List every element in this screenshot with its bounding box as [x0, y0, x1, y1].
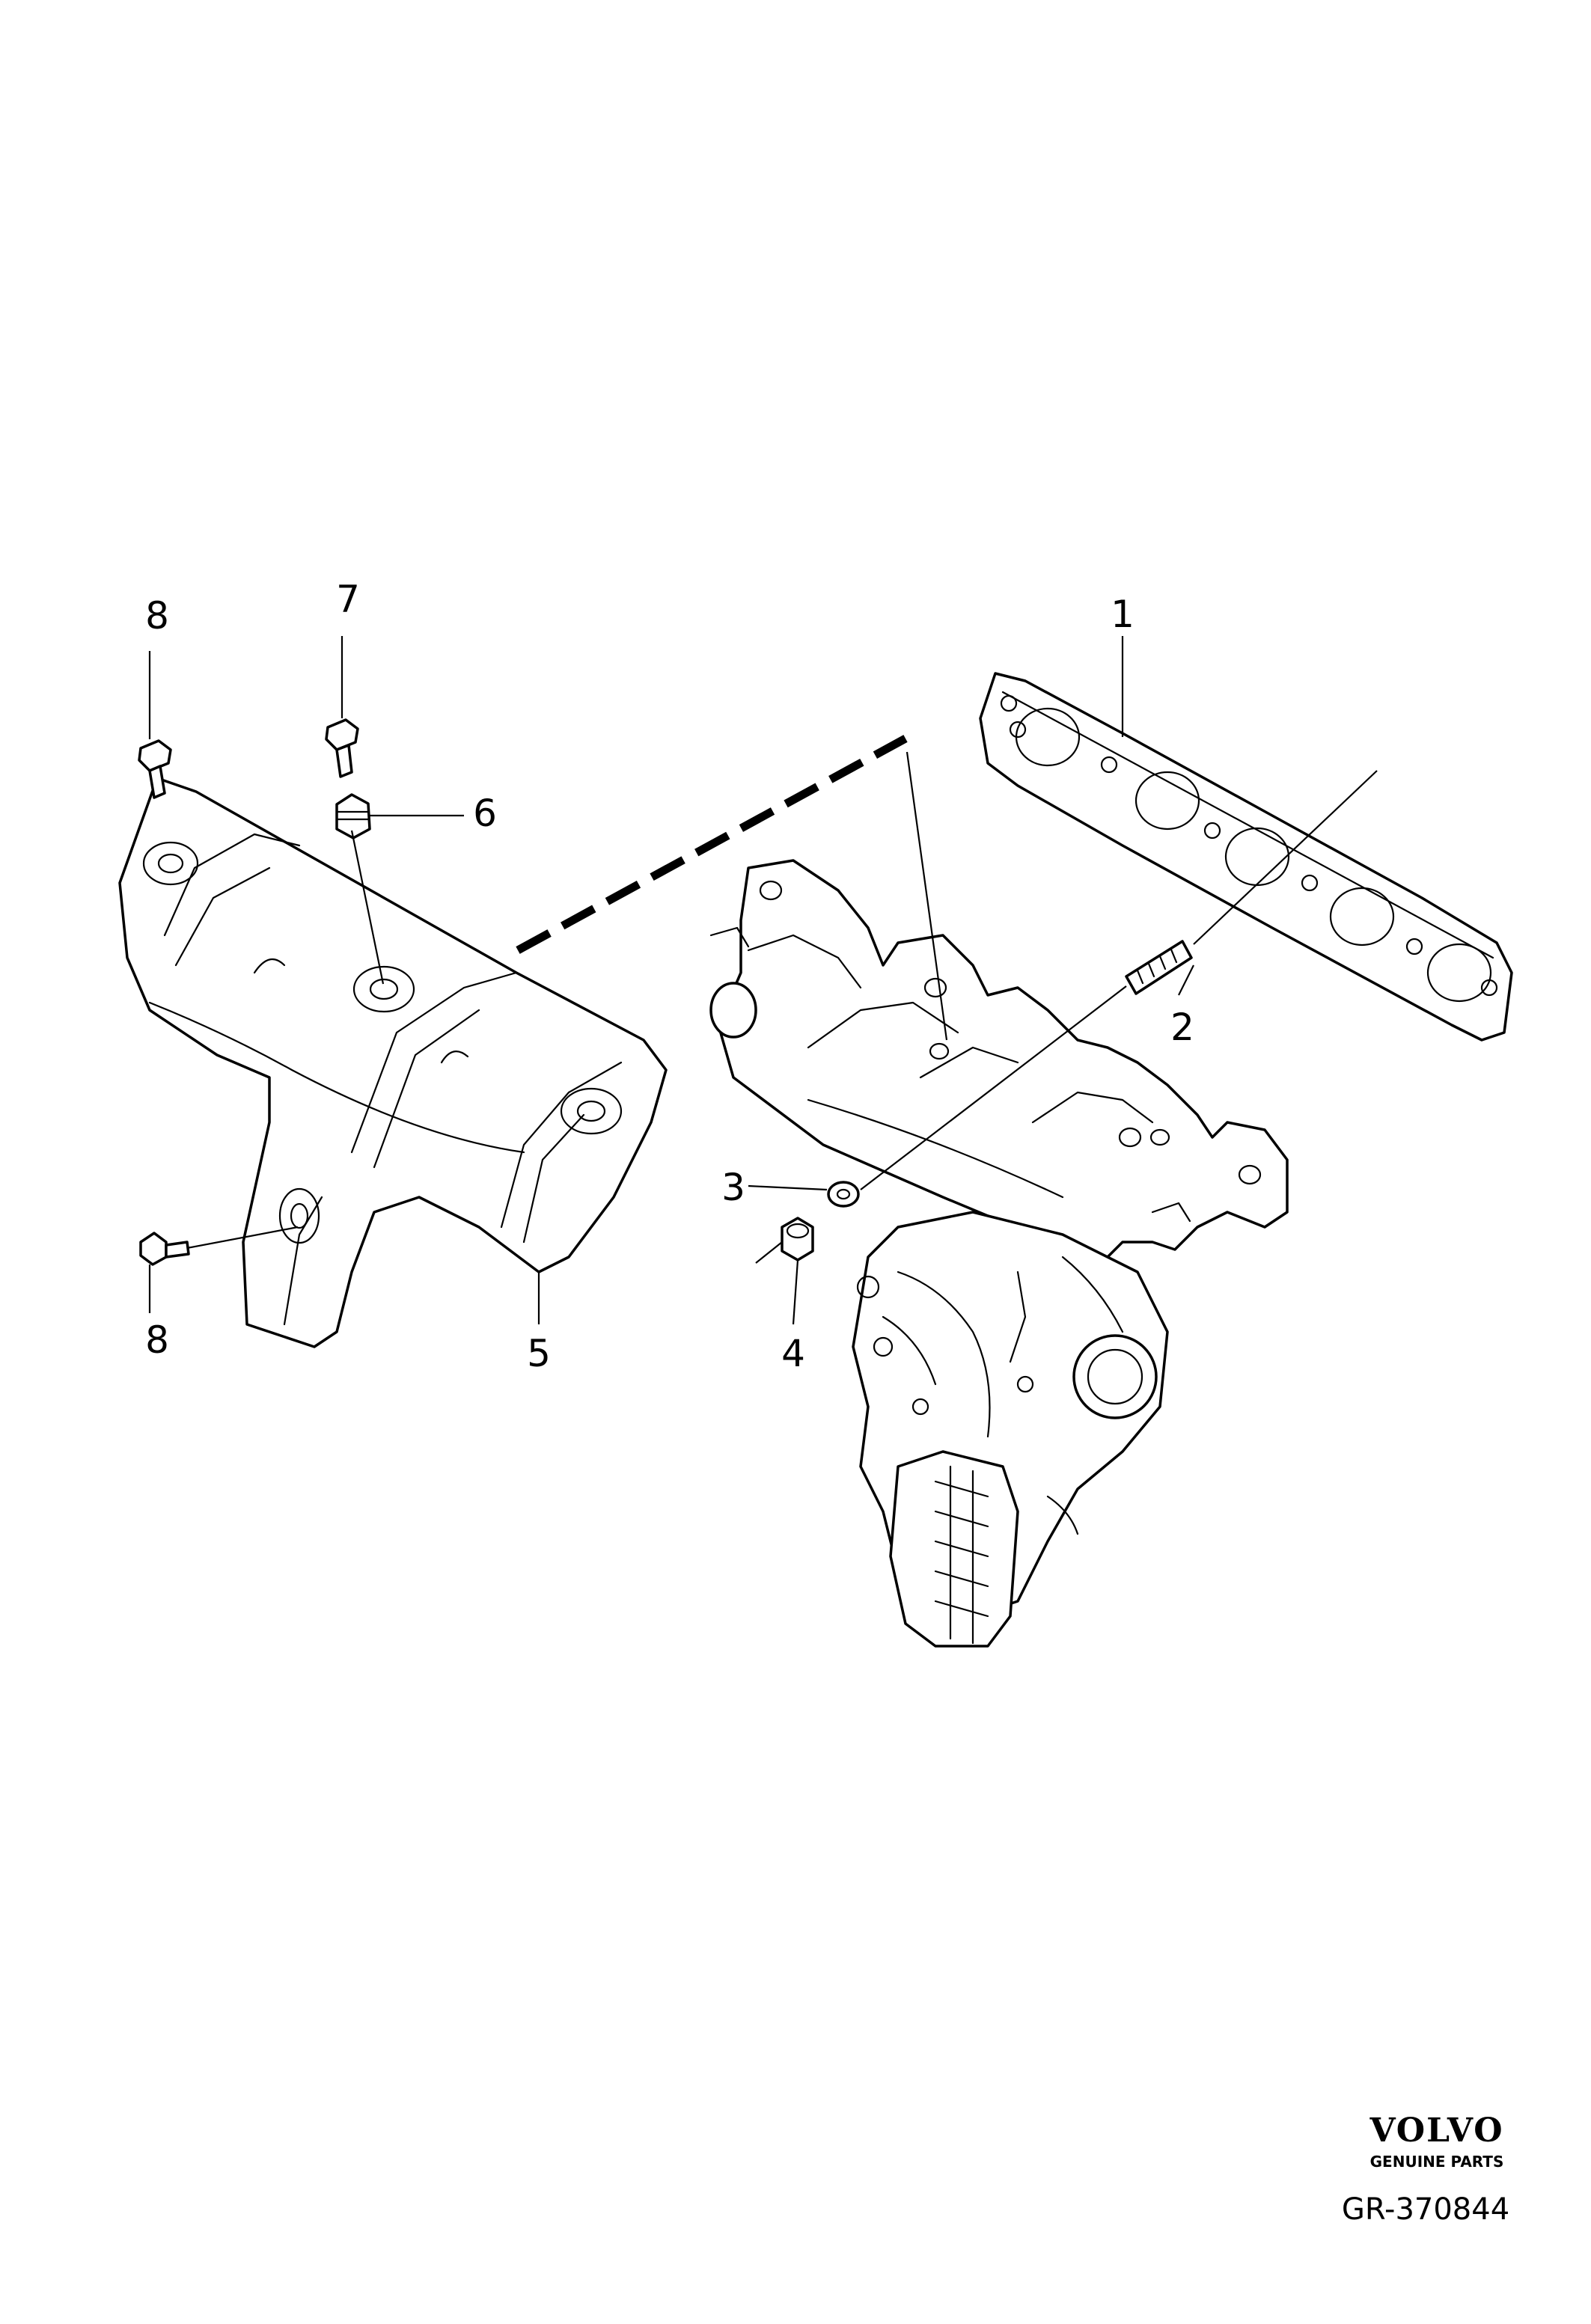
turbocharger[interactable]: [852, 1211, 1169, 1648]
callout-7: 7: [336, 578, 360, 621]
nut[interactable]: [781, 1217, 814, 1262]
manifold-gasket[interactable]: [979, 672, 1513, 1042]
bolt-7[interactable]: [325, 718, 359, 778]
callout-8-top: 8: [145, 594, 169, 637]
callout-3: 3: [721, 1166, 745, 1209]
heat-shield[interactable]: [118, 777, 668, 1348]
stud[interactable]: [1125, 940, 1193, 995]
callout-2: 2: [1170, 1006, 1194, 1049]
callout-5: 5: [527, 1332, 551, 1375]
exhaust-manifold[interactable]: [709, 859, 1289, 1266]
volvo-logo: VOLVO: [1369, 2112, 1503, 2150]
callout-4: 4: [781, 1332, 805, 1375]
washer[interactable]: [827, 1181, 860, 1208]
bolt-top-left[interactable]: [138, 739, 172, 799]
leader-lines: [148, 636, 1378, 1325]
nut-6[interactable]: [335, 793, 371, 840]
bolt-bottom-left[interactable]: [139, 1232, 190, 1266]
genuine-parts-label: GENUINE PARTS: [1370, 2153, 1504, 2171]
callout-1: 1: [1111, 593, 1135, 636]
diagram-reference: GR-370844: [1342, 2192, 1509, 2227]
callout-6: 6: [473, 792, 497, 835]
callout-8-bottom: 8: [145, 1318, 169, 1362]
alignment-dashed-line: [516, 735, 908, 954]
